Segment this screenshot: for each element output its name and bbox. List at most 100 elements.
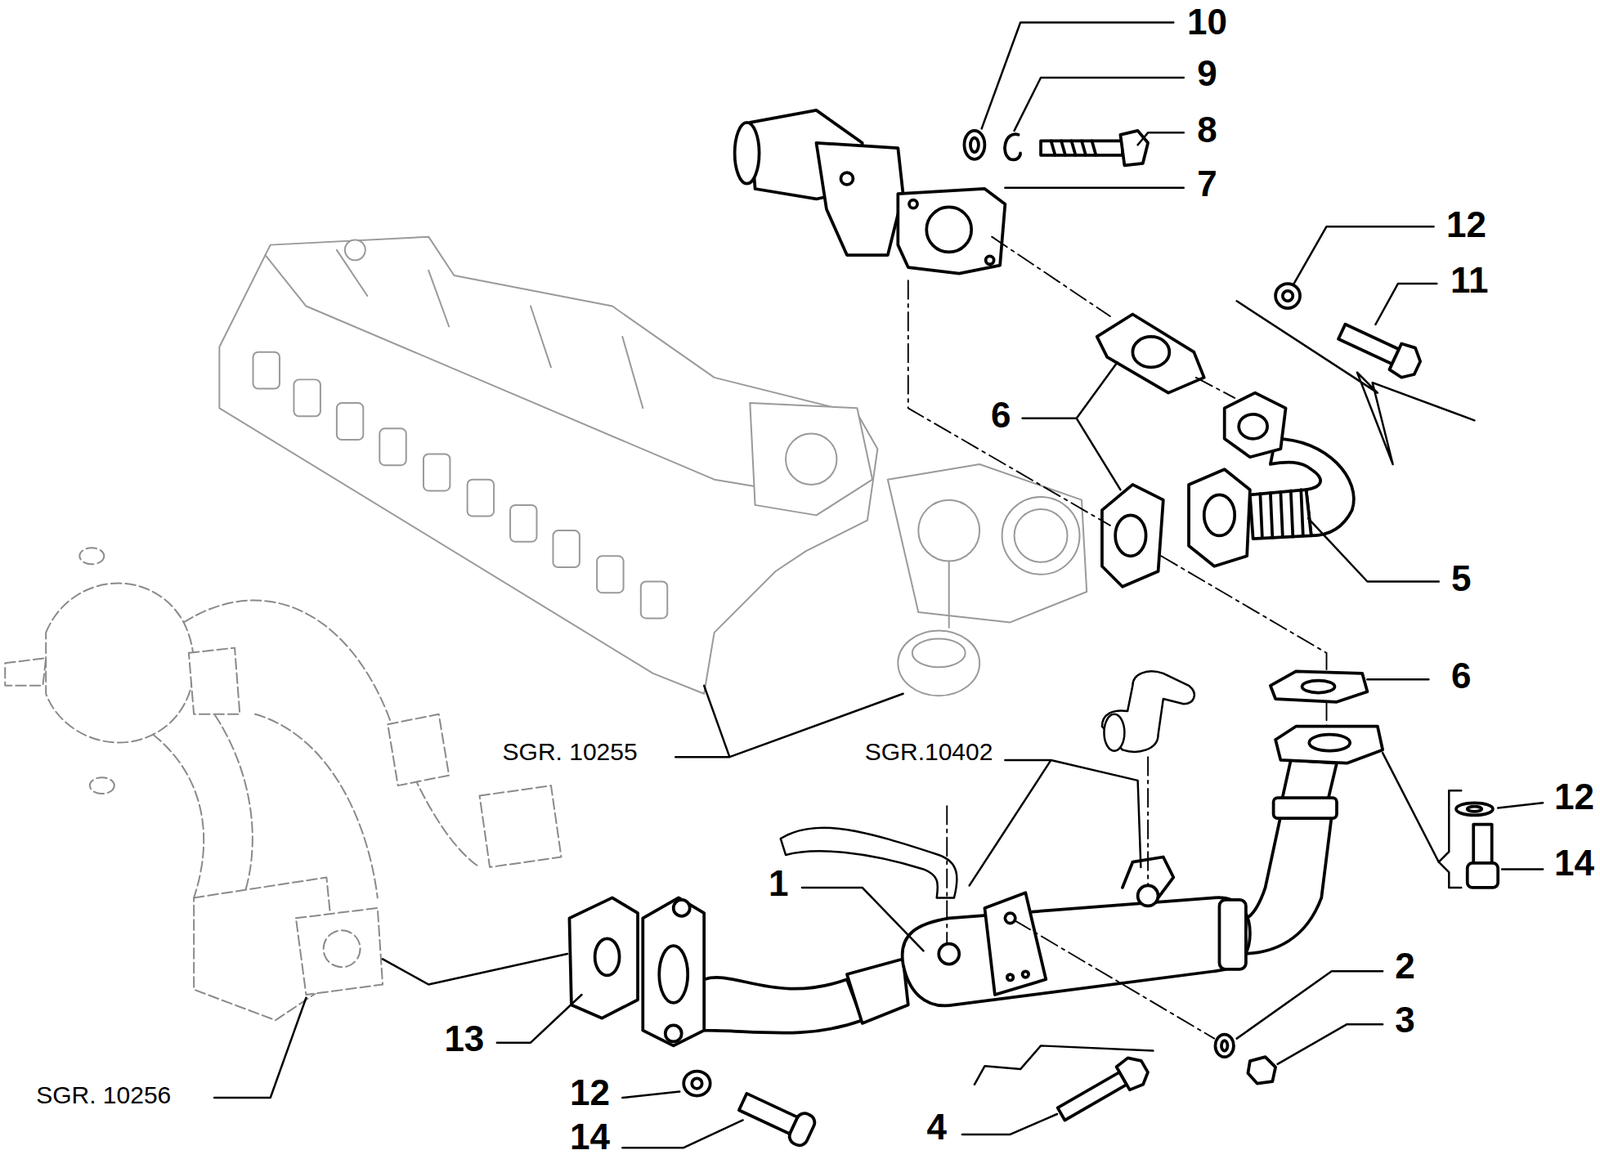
callout-number: 4: [923, 1108, 949, 1147]
callout-number: 12: [1551, 778, 1597, 816]
group-reference: SGR.10402: [862, 739, 996, 766]
egr-cooler: [1007, 974, 1013, 981]
callout-number: 14: [567, 1118, 613, 1157]
bolt-and-washer: [1282, 291, 1293, 301]
leader-line: [1004, 186, 1184, 189]
fasteners: [1221, 1040, 1228, 1051]
leader-line: [802, 887, 924, 951]
egr-cooler: [1219, 900, 1246, 970]
leader-line: [962, 1114, 1058, 1135]
leader-line: [969, 760, 1142, 887]
fasteners: [1214, 1035, 1233, 1058]
leader-line: [1382, 752, 1439, 863]
egr-valve: [735, 122, 760, 184]
egr-pipe: [1224, 393, 1287, 458]
throttle-body: [887, 464, 1087, 623]
exhaust-manifold: [45, 583, 194, 744]
leader-line: [1375, 283, 1437, 325]
intake-manifold: [749, 403, 873, 516]
group-reference: SGR. 10256: [33, 1083, 174, 1110]
callout-number: 9: [1194, 54, 1220, 93]
egr-cooler: [938, 944, 960, 965]
leader-line: [1236, 971, 1383, 1039]
egr-valve: [815, 143, 903, 256]
fasteners: [739, 1093, 798, 1134]
leader-line: [1138, 132, 1184, 145]
leader-line: [1294, 226, 1435, 284]
egr-pipe: [1188, 469, 1251, 567]
cooler-pipe: [1275, 726, 1383, 764]
intake-manifold: [265, 255, 776, 490]
exhaust-manifold: [479, 785, 562, 868]
assembly-axis: [1326, 702, 1328, 727]
callout-number: 2: [1392, 947, 1417, 986]
intake-manifold: [253, 352, 280, 390]
leader-line: [1366, 678, 1429, 681]
egr-pipe: [1204, 494, 1235, 536]
group-reference: SGR. 10255: [500, 739, 641, 766]
exhaust-manifold: [152, 714, 253, 919]
intake-manifold: [510, 505, 537, 543]
leader-line: [1501, 868, 1543, 870]
egr-cooler: [569, 897, 638, 1018]
fasteners: [1247, 1057, 1276, 1084]
hoses: [1102, 671, 1195, 752]
fasteners: [1456, 802, 1493, 816]
callout-number: 11: [1447, 261, 1492, 300]
fasteners: [683, 1071, 710, 1097]
egr-valve: [840, 172, 853, 185]
egr-pipe: [1097, 313, 1205, 393]
hoses: [1103, 714, 1125, 752]
fasteners: [1467, 806, 1482, 812]
callout-number: 7: [1194, 165, 1220, 203]
bolt-and-washer: [1275, 283, 1300, 309]
bolt-and-washers: [1040, 140, 1123, 155]
exhaust-manifold: [295, 908, 383, 995]
exhaust-manifold: [387, 714, 449, 786]
assembly-axis: [908, 237, 1327, 1040]
leader-line: [1308, 518, 1439, 582]
egr-valve: [735, 110, 1006, 274]
assembly-axis: [991, 237, 1111, 317]
egr-pipe: [1132, 336, 1170, 368]
egr-valve: [909, 200, 918, 209]
egr-valve: [985, 255, 995, 265]
leader-line: [974, 1045, 1153, 1085]
egr-cooler: [1138, 885, 1159, 906]
callout-number: 6: [988, 396, 1013, 435]
intake-manifold: [596, 555, 623, 593]
fasteners: [1115, 1053, 1152, 1092]
egr-cooler: [595, 938, 620, 976]
bolt-and-washers: [1051, 140, 1097, 155]
throttle-body: [1014, 509, 1068, 563]
egr-cooler: [703, 977, 862, 1034]
leader-line: [1497, 802, 1543, 808]
assembly-axis: [1014, 920, 1215, 1040]
assembly-axis: [908, 280, 1111, 526]
leader-line: [382, 954, 568, 985]
callout-number: 8: [1194, 110, 1220, 148]
throttle-body: [948, 561, 951, 628]
throttle-body: [897, 630, 980, 696]
egr-cooler: [984, 892, 1046, 995]
bolt-and-washers: [963, 130, 1148, 166]
intake-manifold: [552, 530, 579, 568]
callout-number: 6: [1448, 657, 1474, 695]
egr-cooler: [658, 945, 688, 1004]
egr-pipe: [1238, 414, 1268, 440]
egr-pipe: [1102, 484, 1164, 588]
callout-number: 14: [1551, 844, 1597, 883]
assembly-axis: [945, 806, 948, 944]
egr-pipe: [1250, 489, 1312, 539]
egr-cooler: [902, 897, 1251, 1006]
throttle-body: [887, 464, 1087, 696]
leader-line: [622, 1092, 680, 1099]
assembly-axis: [1160, 555, 1327, 672]
fasteners: [1473, 824, 1492, 866]
exhaust-manifold: [4, 658, 46, 686]
fasteners: [683, 802, 1498, 1148]
exhaust-manifold: [323, 930, 361, 968]
callout-number: 10: [1184, 3, 1230, 41]
